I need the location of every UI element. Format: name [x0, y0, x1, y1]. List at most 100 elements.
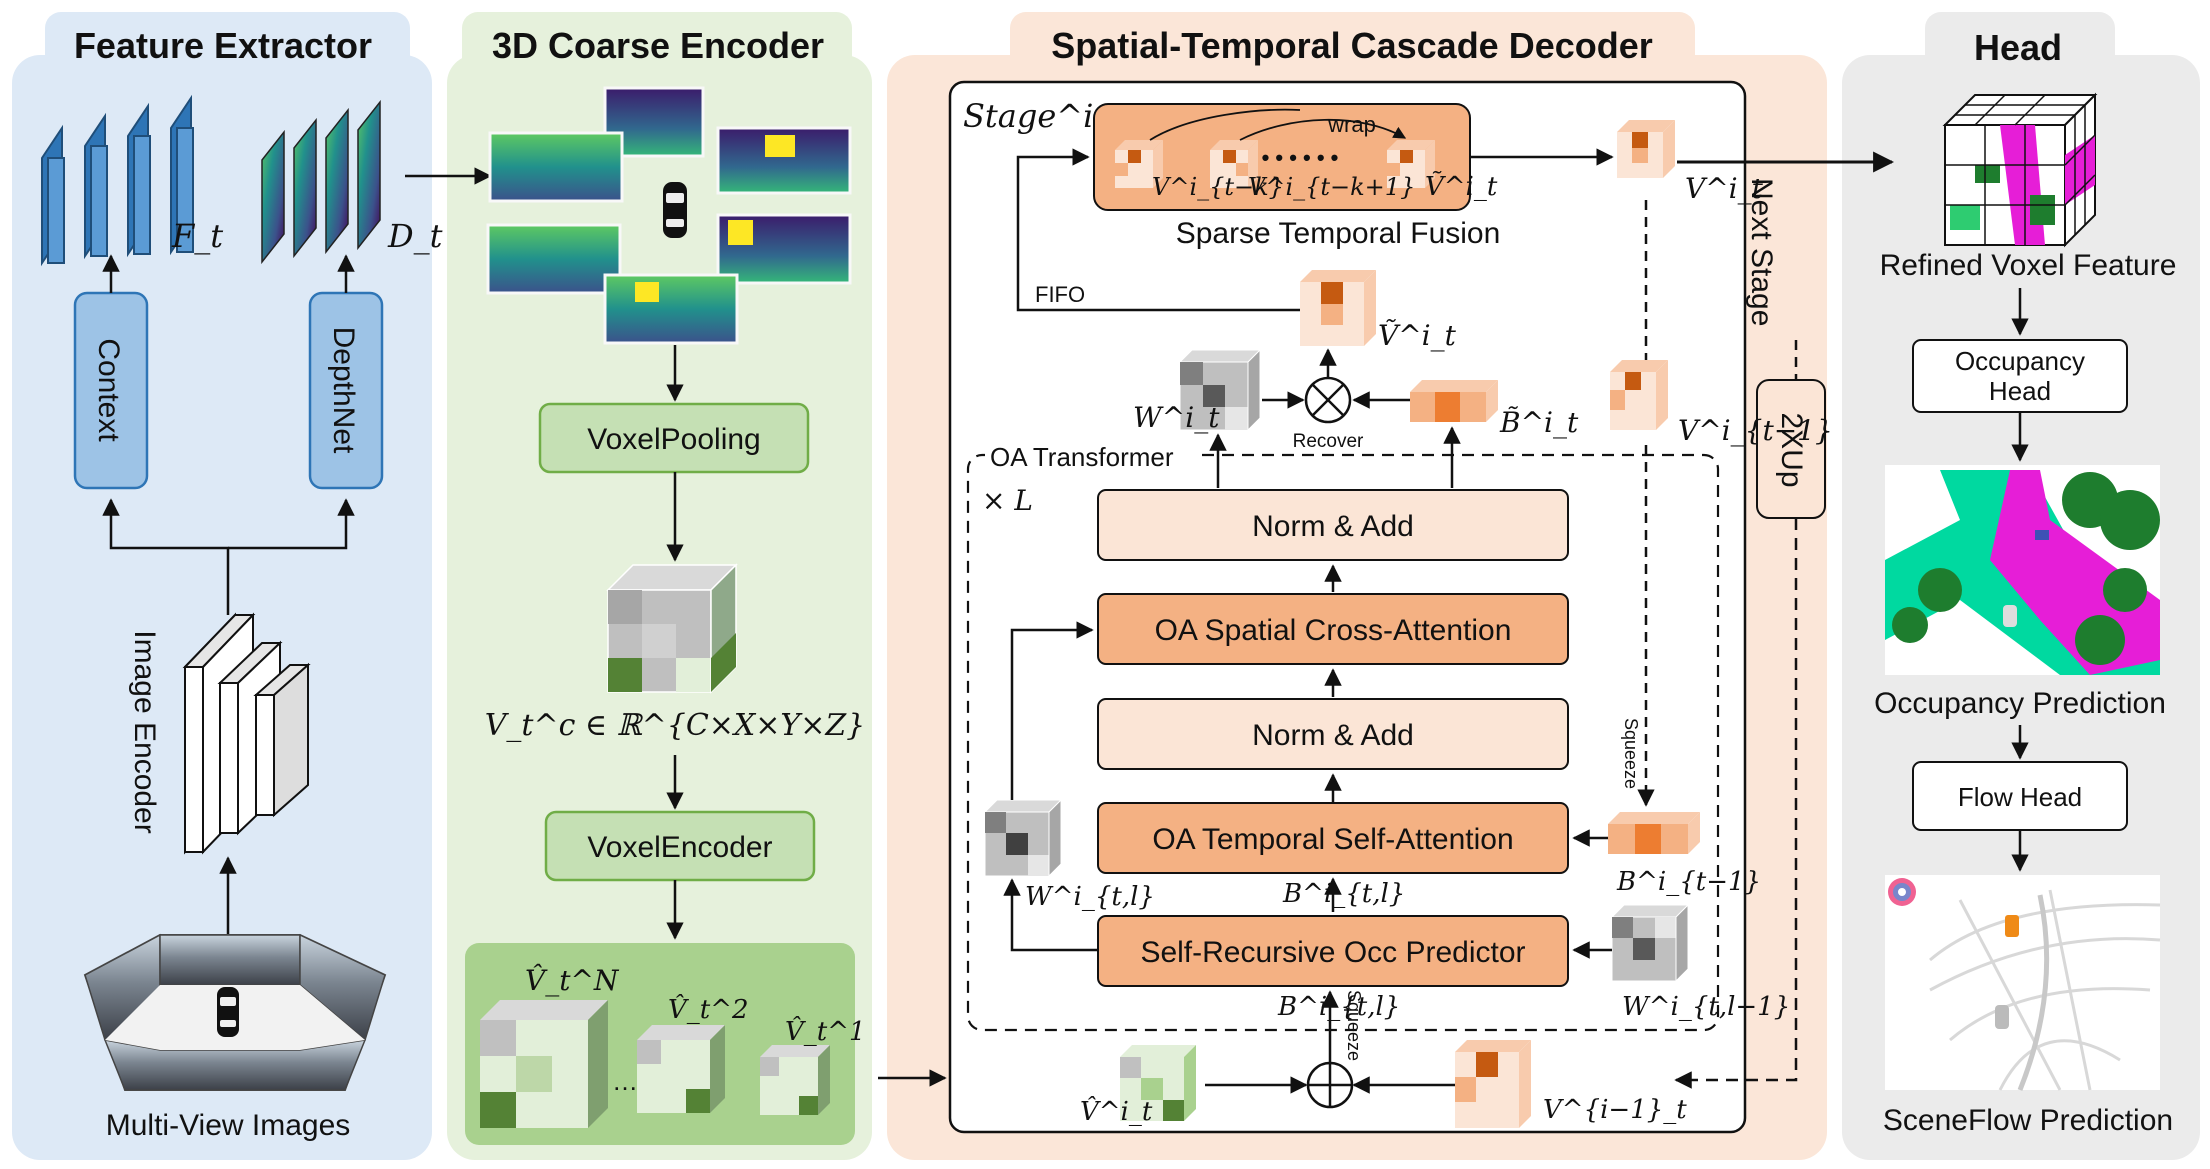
oa-transformer-label: OA Transformer	[990, 442, 1174, 472]
orange-voxel-small-3b	[1387, 140, 1435, 188]
oa-transformer-label-bg	[985, 440, 1195, 472]
multi-view-label: Multi-View Images	[106, 1109, 351, 1142]
occ-to-wtl-arrow	[1003, 878, 1098, 952]
norm-add-top-label: Norm & Add	[1252, 510, 1414, 543]
v-hat-t-voxel	[1120, 1045, 1196, 1121]
two-x-up-block	[1756, 379, 1826, 519]
sceneflow-prediction-label: SceneFlow Prediction	[1883, 1104, 2173, 1137]
stage-label: Stage^i	[963, 97, 1093, 135]
b-tm1-label: B^i_{t−1}	[1616, 867, 1761, 897]
coarse-voxel-cube	[606, 563, 738, 694]
context-label: Context	[92, 338, 125, 442]
wrap-arc-2	[1239, 118, 1407, 141]
w-tl-gray-cube	[983, 798, 1063, 878]
fifo-label: FIFO	[1035, 282, 1085, 307]
voxel-encoder-label: VoxelEncoder	[587, 831, 772, 864]
b-tl-bottom-label: B^i_{t,l}	[1277, 992, 1400, 1022]
refined-voxel-cube	[1942, 92, 2098, 248]
encoder-to-depthnet-arrow	[228, 498, 355, 550]
voxel-cube-1	[760, 1045, 830, 1115]
feature-extractor-title: Feature Extractor	[74, 25, 372, 66]
fifo-loop-arrow	[1016, 148, 1300, 312]
v-hat-1-label: V̂_t^1	[785, 1016, 866, 1047]
recover-label: Recover	[1293, 431, 1364, 452]
multi-view-image-ring	[83, 933, 387, 1091]
v-tk1-label: V^i_{t−k+1}	[1248, 173, 1415, 201]
head-title: Head	[1974, 27, 2062, 68]
depthnet-label: DepthNet	[327, 327, 360, 454]
occ-predictor-label: Self-Recursive Occ Predictor	[1140, 936, 1525, 969]
w-tlm1-gray-cube	[1610, 903, 1690, 983]
occupancy-head-label: Occupancy Head	[1954, 346, 2086, 406]
v-im1-voxel	[1455, 1040, 1531, 1128]
sceneflow-prediction-image	[1885, 875, 2161, 1091]
multiply-cross-b	[1312, 384, 1344, 416]
wrap-label: wrap	[1327, 112, 1376, 137]
v-t-voxel	[1617, 120, 1675, 178]
w-t-label: W^i_t	[1133, 401, 1220, 434]
car-icon	[217, 987, 239, 1037]
v-tilde-mid-label: Ṽ^i_t	[1378, 319, 1457, 352]
decoder-title: Spatial-Temporal Cascade Decoder	[1051, 25, 1653, 66]
v-t-right-label: V^i_t	[1685, 172, 1764, 205]
refined-voxel-label: Refined Voxel Feature	[1880, 249, 2177, 282]
b-tm1-block	[1608, 812, 1700, 854]
image-encoder-slabs	[182, 612, 311, 855]
wtl-to-sca-arrow	[1010, 621, 1094, 800]
temporal-self-attention-label: OA Temporal Self-Attention	[1152, 823, 1513, 856]
fusion-dots: • • • • • •	[1262, 145, 1339, 170]
car-icon	[663, 182, 687, 238]
norm-add-top-block	[1097, 489, 1569, 561]
times-l-label: × L	[982, 484, 1033, 517]
v-hat-n-label: V̂_t^N	[525, 964, 620, 997]
coarse-ellipsis: …	[612, 1066, 638, 1096]
v-hat-t-label: V̂^i_t	[1080, 1096, 1153, 1127]
v-tm1-label: V^i_{t−1}	[1678, 414, 1833, 447]
image-encoder-label: Image Encoder	[128, 630, 161, 833]
v-tilde-mid-voxel	[1300, 270, 1376, 346]
b-tilde-block	[1410, 380, 1498, 422]
d-t-label: D_t	[387, 217, 443, 255]
squeeze-label-right: Squeeze	[1621, 718, 1641, 789]
upsample-to-next-stage-arrow	[1674, 518, 1798, 1089]
w-tl-label: W^i_{t,l}	[1025, 882, 1155, 912]
depth-maps-around-car	[486, 86, 852, 345]
squeeze-label-bottom: Squeeze	[1344, 990, 1364, 1061]
encoder-to-context-arrow	[102, 498, 230, 615]
wrap-arc-1	[1149, 108, 1301, 141]
w-t-gray-cube	[1178, 348, 1262, 432]
orange-voxel-small-2	[1210, 140, 1258, 188]
occupancy-head-text-wrap: Occupancy Head	[1954, 346, 2086, 406]
v-c-label: V_t^c ∈ ℝ^{C×X×Y×Z}	[485, 708, 866, 743]
occupancy-prediction-label: Occupancy Prediction	[1874, 687, 2166, 720]
norm-add-mid-label: Norm & Add	[1252, 719, 1414, 752]
v-tm1-voxel	[1610, 360, 1668, 430]
spatial-cross-attention-label: OA Spatial Cross-Attention	[1155, 614, 1512, 647]
orange-voxel-small-1	[1115, 140, 1163, 188]
spatial-cross-attention-block	[1097, 593, 1569, 665]
b-tilde-label: B̃^i_t	[1499, 406, 1579, 439]
coarse-encoder-title: 3D Coarse Encoder	[492, 25, 824, 66]
feature-map-stack	[41, 94, 194, 267]
voxel-pooling-label: VoxelPooling	[587, 423, 760, 456]
depth-map-stack	[261, 99, 381, 265]
oa-transformer-box	[966, 453, 1720, 1032]
next-stage-label: Next Stage	[1745, 178, 1778, 326]
voxel-encoder-block	[544, 810, 816, 882]
f-t-label: F_t	[171, 217, 223, 255]
v-im1-label: V^{i−1}_t	[1543, 1095, 1687, 1125]
occupancy-prediction-image	[1885, 465, 2160, 675]
stf-label: Sparse Temporal Fusion	[1176, 217, 1501, 250]
v-hat-2-label: V̂_t^2	[668, 994, 749, 1025]
two-x-up-label: 2XUp	[1775, 412, 1808, 487]
norm-add-mid-block	[1097, 698, 1569, 770]
flow-head-label: Flow Head	[1958, 782, 2082, 812]
voxel-cube-n	[480, 1000, 608, 1128]
v-tilde-top-label: Ṽ^i_t	[1425, 170, 1498, 202]
w-tlm1-label: W^i_{t,l−1}	[1622, 992, 1790, 1022]
temporal-self-attention-block	[1097, 802, 1569, 874]
v-tk-label: V^i_{t−k}	[1152, 173, 1284, 201]
b-tl-mid-label: B^i_{t,l}	[1282, 879, 1405, 909]
voxel-cube-2	[637, 1025, 725, 1113]
